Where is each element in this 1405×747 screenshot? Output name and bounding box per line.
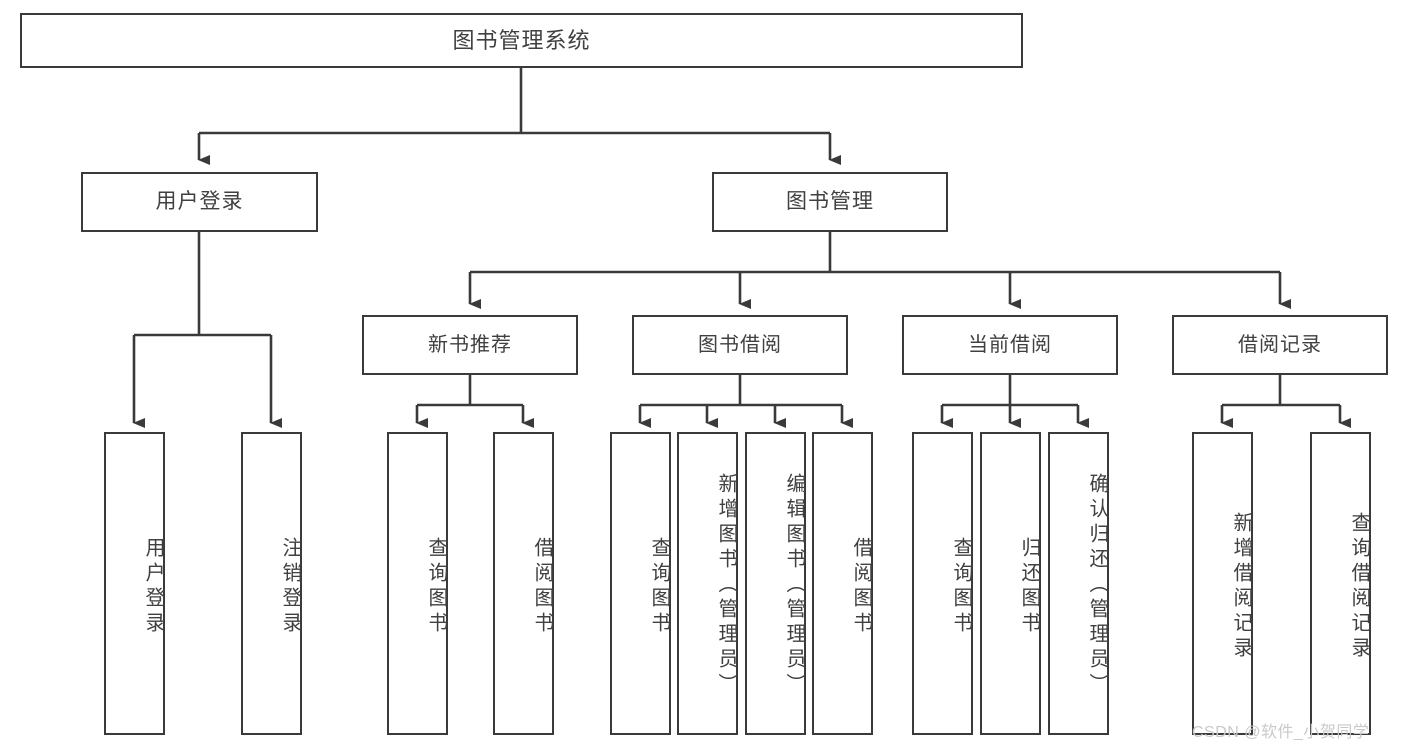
node-label: 新增借阅记录 bbox=[1230, 511, 1252, 662]
node-label: 用户登录 bbox=[155, 189, 244, 213]
leaf-borrow-edit-book-admin[interactable]: 编辑图书（管理员） bbox=[745, 432, 806, 735]
node-new-book-recommend[interactable]: 新书推荐 bbox=[362, 315, 578, 375]
leaf-borrow-query-book[interactable]: 查询图书 bbox=[610, 432, 671, 735]
node-borrow-record[interactable]: 借阅记录 bbox=[1172, 315, 1388, 375]
csdn-watermark: CSDN @软件_小贺同学 bbox=[1192, 724, 1370, 741]
leaf-record-add-record[interactable]: 新增借阅记录 bbox=[1192, 432, 1253, 735]
leaf-current-return-book[interactable]: 归还图书 bbox=[980, 432, 1041, 735]
leaf-user-login-login[interactable]: 用户登录 bbox=[104, 432, 165, 735]
node-user-login[interactable]: 用户登录 bbox=[81, 172, 318, 232]
node-label: 查询图书 bbox=[648, 536, 670, 637]
node-label: 注销登录 bbox=[279, 536, 301, 637]
node-label: 借阅图书 bbox=[531, 536, 553, 637]
node-label: 新书推荐 bbox=[428, 333, 512, 356]
leaf-recommend-query-book[interactable]: 查询图书 bbox=[387, 432, 448, 735]
node-label: 查询借阅记录 bbox=[1348, 511, 1370, 662]
leaf-borrow-borrow-book[interactable]: 借阅图书 bbox=[812, 432, 873, 735]
node-label: 编辑图书（管理员） bbox=[783, 473, 805, 698]
node-label: 当前借阅 bbox=[968, 333, 1052, 356]
node-current-borrow[interactable]: 当前借阅 bbox=[902, 315, 1118, 375]
node-label: 借阅记录 bbox=[1238, 333, 1322, 356]
node-label: 用户登录 bbox=[142, 536, 164, 637]
node-label: 图书管理系统 bbox=[452, 27, 591, 53]
leaf-current-query-book[interactable]: 查询图书 bbox=[912, 432, 973, 735]
node-label: 查询图书 bbox=[950, 536, 972, 637]
leaf-record-query-record[interactable]: 查询借阅记录 bbox=[1310, 432, 1371, 735]
leaf-recommend-borrow-book[interactable]: 借阅图书 bbox=[493, 432, 554, 735]
node-label: 归还图书 bbox=[1018, 536, 1040, 637]
node-label: 新增图书（管理员） bbox=[715, 473, 737, 698]
leaf-borrow-add-book-admin[interactable]: 新增图书（管理员） bbox=[677, 432, 738, 735]
node-label: 图书管理 bbox=[786, 189, 874, 213]
node-label: 借阅图书 bbox=[850, 536, 872, 637]
node-book-borrow[interactable]: 图书借阅 bbox=[632, 315, 848, 375]
node-label: 图书借阅 bbox=[698, 333, 782, 356]
node-root-system[interactable]: 图书管理系统 bbox=[20, 13, 1023, 68]
leaf-user-login-logout[interactable]: 注销登录 bbox=[241, 432, 302, 735]
leaf-current-confirm-return-admin[interactable]: 确认归还（管理员） bbox=[1048, 432, 1109, 735]
node-book-management[interactable]: 图书管理 bbox=[712, 172, 948, 232]
node-label: 查询图书 bbox=[425, 536, 447, 637]
node-label: 确认归还（管理员） bbox=[1086, 473, 1108, 698]
